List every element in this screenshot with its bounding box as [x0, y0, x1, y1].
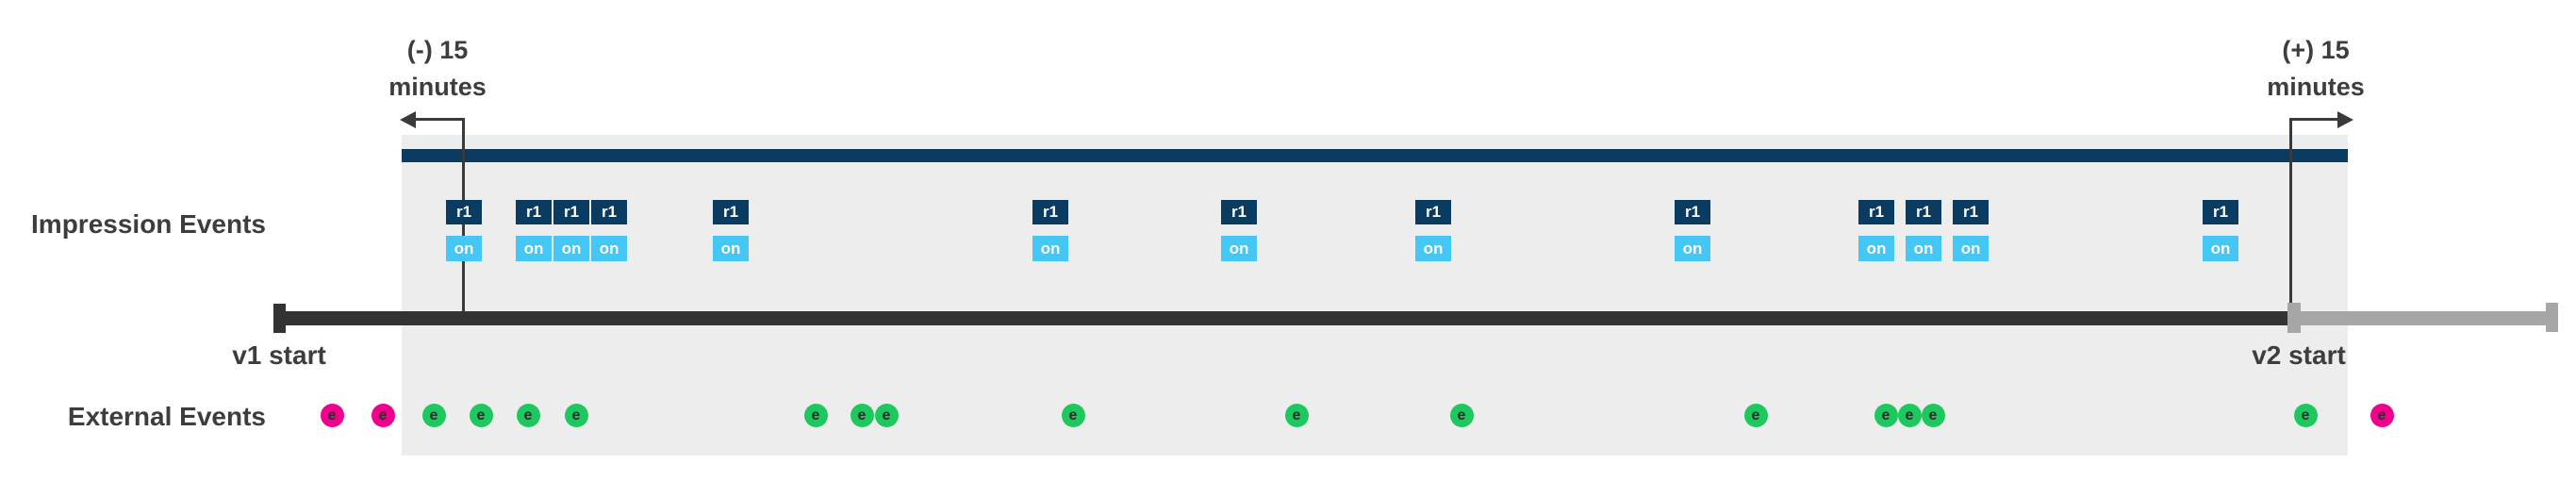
external-event-dot-green: e: [1874, 404, 1898, 427]
impression-event: r1 on: [1953, 200, 1989, 261]
external-event-dot-green: e: [874, 404, 899, 427]
impression-recipe-box: r1: [2203, 200, 2238, 224]
impression-recipe-box: r1: [1675, 200, 1710, 224]
impression-state-box: on: [553, 236, 589, 261]
right-marker-line: [2289, 118, 2292, 311]
external-event-dot-pink: e: [371, 404, 395, 427]
post-window-label-line1: (+) 15: [2282, 36, 2350, 64]
impression-recipe-box: r1: [1906, 200, 1941, 224]
v1-start-label: v1 start: [232, 340, 326, 370]
impression-state-box: on: [1415, 236, 1451, 261]
impression-event: r1 on: [516, 200, 552, 261]
impression-event: r1 on: [713, 200, 749, 261]
pre-window-label-line1: (-) 15: [406, 36, 469, 64]
external-event-dot-green: e: [421, 404, 446, 427]
impression-event: r1 on: [553, 200, 589, 261]
v2-start-cap: [2287, 303, 2301, 333]
external-event-dot-green: e: [2293, 404, 2318, 427]
left-arrow-line: [415, 118, 464, 121]
impression-event: r1 on: [1675, 200, 1710, 261]
right-arrow-head-icon: [2337, 111, 2353, 128]
external-event-dot-pink: e: [2370, 404, 2394, 427]
impression-recipe-box: r1: [516, 200, 552, 224]
impression-state-box: on: [2203, 236, 2238, 261]
impression-recipe-box: r1: [1858, 200, 1894, 224]
impression-state-box: on: [1221, 236, 1257, 261]
external-event-dot-green: e: [803, 404, 828, 427]
pre-window-annotation: (-) 15 minutes: [372, 32, 504, 106]
v2-end-cap: [2546, 303, 2558, 332]
impression-event: r1 on: [591, 200, 627, 261]
impression-state-box: on: [1906, 236, 1941, 261]
external-event-dot-green: e: [1897, 404, 1922, 427]
v2-timeline-bar: [2293, 311, 2550, 325]
impression-recipe-box: r1: [1032, 200, 1068, 224]
impression-event: r1 on: [2203, 200, 2238, 261]
external-event-dot-green: e: [850, 404, 874, 427]
v2-start-label: v2 start: [2252, 340, 2346, 370]
analysis-window-panel: [402, 135, 2348, 456]
external-event-dot-green: e: [1061, 404, 1085, 427]
impression-state-box: on: [713, 236, 749, 261]
impression-state-box: on: [1858, 236, 1894, 261]
external-event-dot-green: e: [1449, 404, 1474, 427]
impression-recipe-box: r1: [713, 200, 749, 224]
external-event-dot-green: e: [564, 404, 588, 427]
impression-state-box: on: [1675, 236, 1710, 261]
impression-event: r1 on: [1032, 200, 1068, 261]
external-events-row-label: External Events: [67, 402, 266, 431]
impression-state-box: on: [591, 236, 627, 261]
right-arrow-line: [2291, 118, 2338, 121]
impression-recipe-box: r1: [446, 200, 482, 224]
external-event-dot-green: e: [1284, 404, 1309, 427]
impression-recipe-box: r1: [553, 200, 589, 224]
post-window-label-line2: minutes: [2267, 73, 2365, 101]
external-event-dot-pink: e: [320, 404, 344, 427]
impression-recipe-box: r1: [591, 200, 627, 224]
impression-state-box: on: [446, 236, 482, 261]
impression-state-box: on: [516, 236, 552, 261]
external-event-dot-green: e: [469, 404, 493, 427]
impression-recipe-box: r1: [1221, 200, 1257, 224]
impression-recipe-box: r1: [1953, 200, 1989, 224]
experiment-duration-bar: [402, 149, 2348, 162]
external-event-dot-green: e: [516, 404, 540, 427]
impression-state-box: on: [1032, 236, 1068, 261]
impression-event: r1 on: [1906, 200, 1941, 261]
left-arrow-head-icon: [400, 111, 416, 128]
impression-recipe-box: r1: [1415, 200, 1451, 224]
external-event-dot-green: e: [1921, 404, 1945, 427]
impression-event: r1 on: [1415, 200, 1451, 261]
post-window-annotation: (+) 15 minutes: [2250, 32, 2382, 106]
impression-state-box: on: [1953, 236, 1989, 261]
impression-event: r1 on: [1858, 200, 1894, 261]
impression-event: r1 on: [446, 200, 482, 261]
impression-events-row-label: Impression Events: [31, 209, 266, 239]
v1-timeline-bar: [273, 311, 2293, 325]
impression-event: r1 on: [1221, 200, 1257, 261]
external-event-dot-green: e: [1743, 404, 1768, 427]
pre-window-label-line2: minutes: [388, 73, 487, 101]
